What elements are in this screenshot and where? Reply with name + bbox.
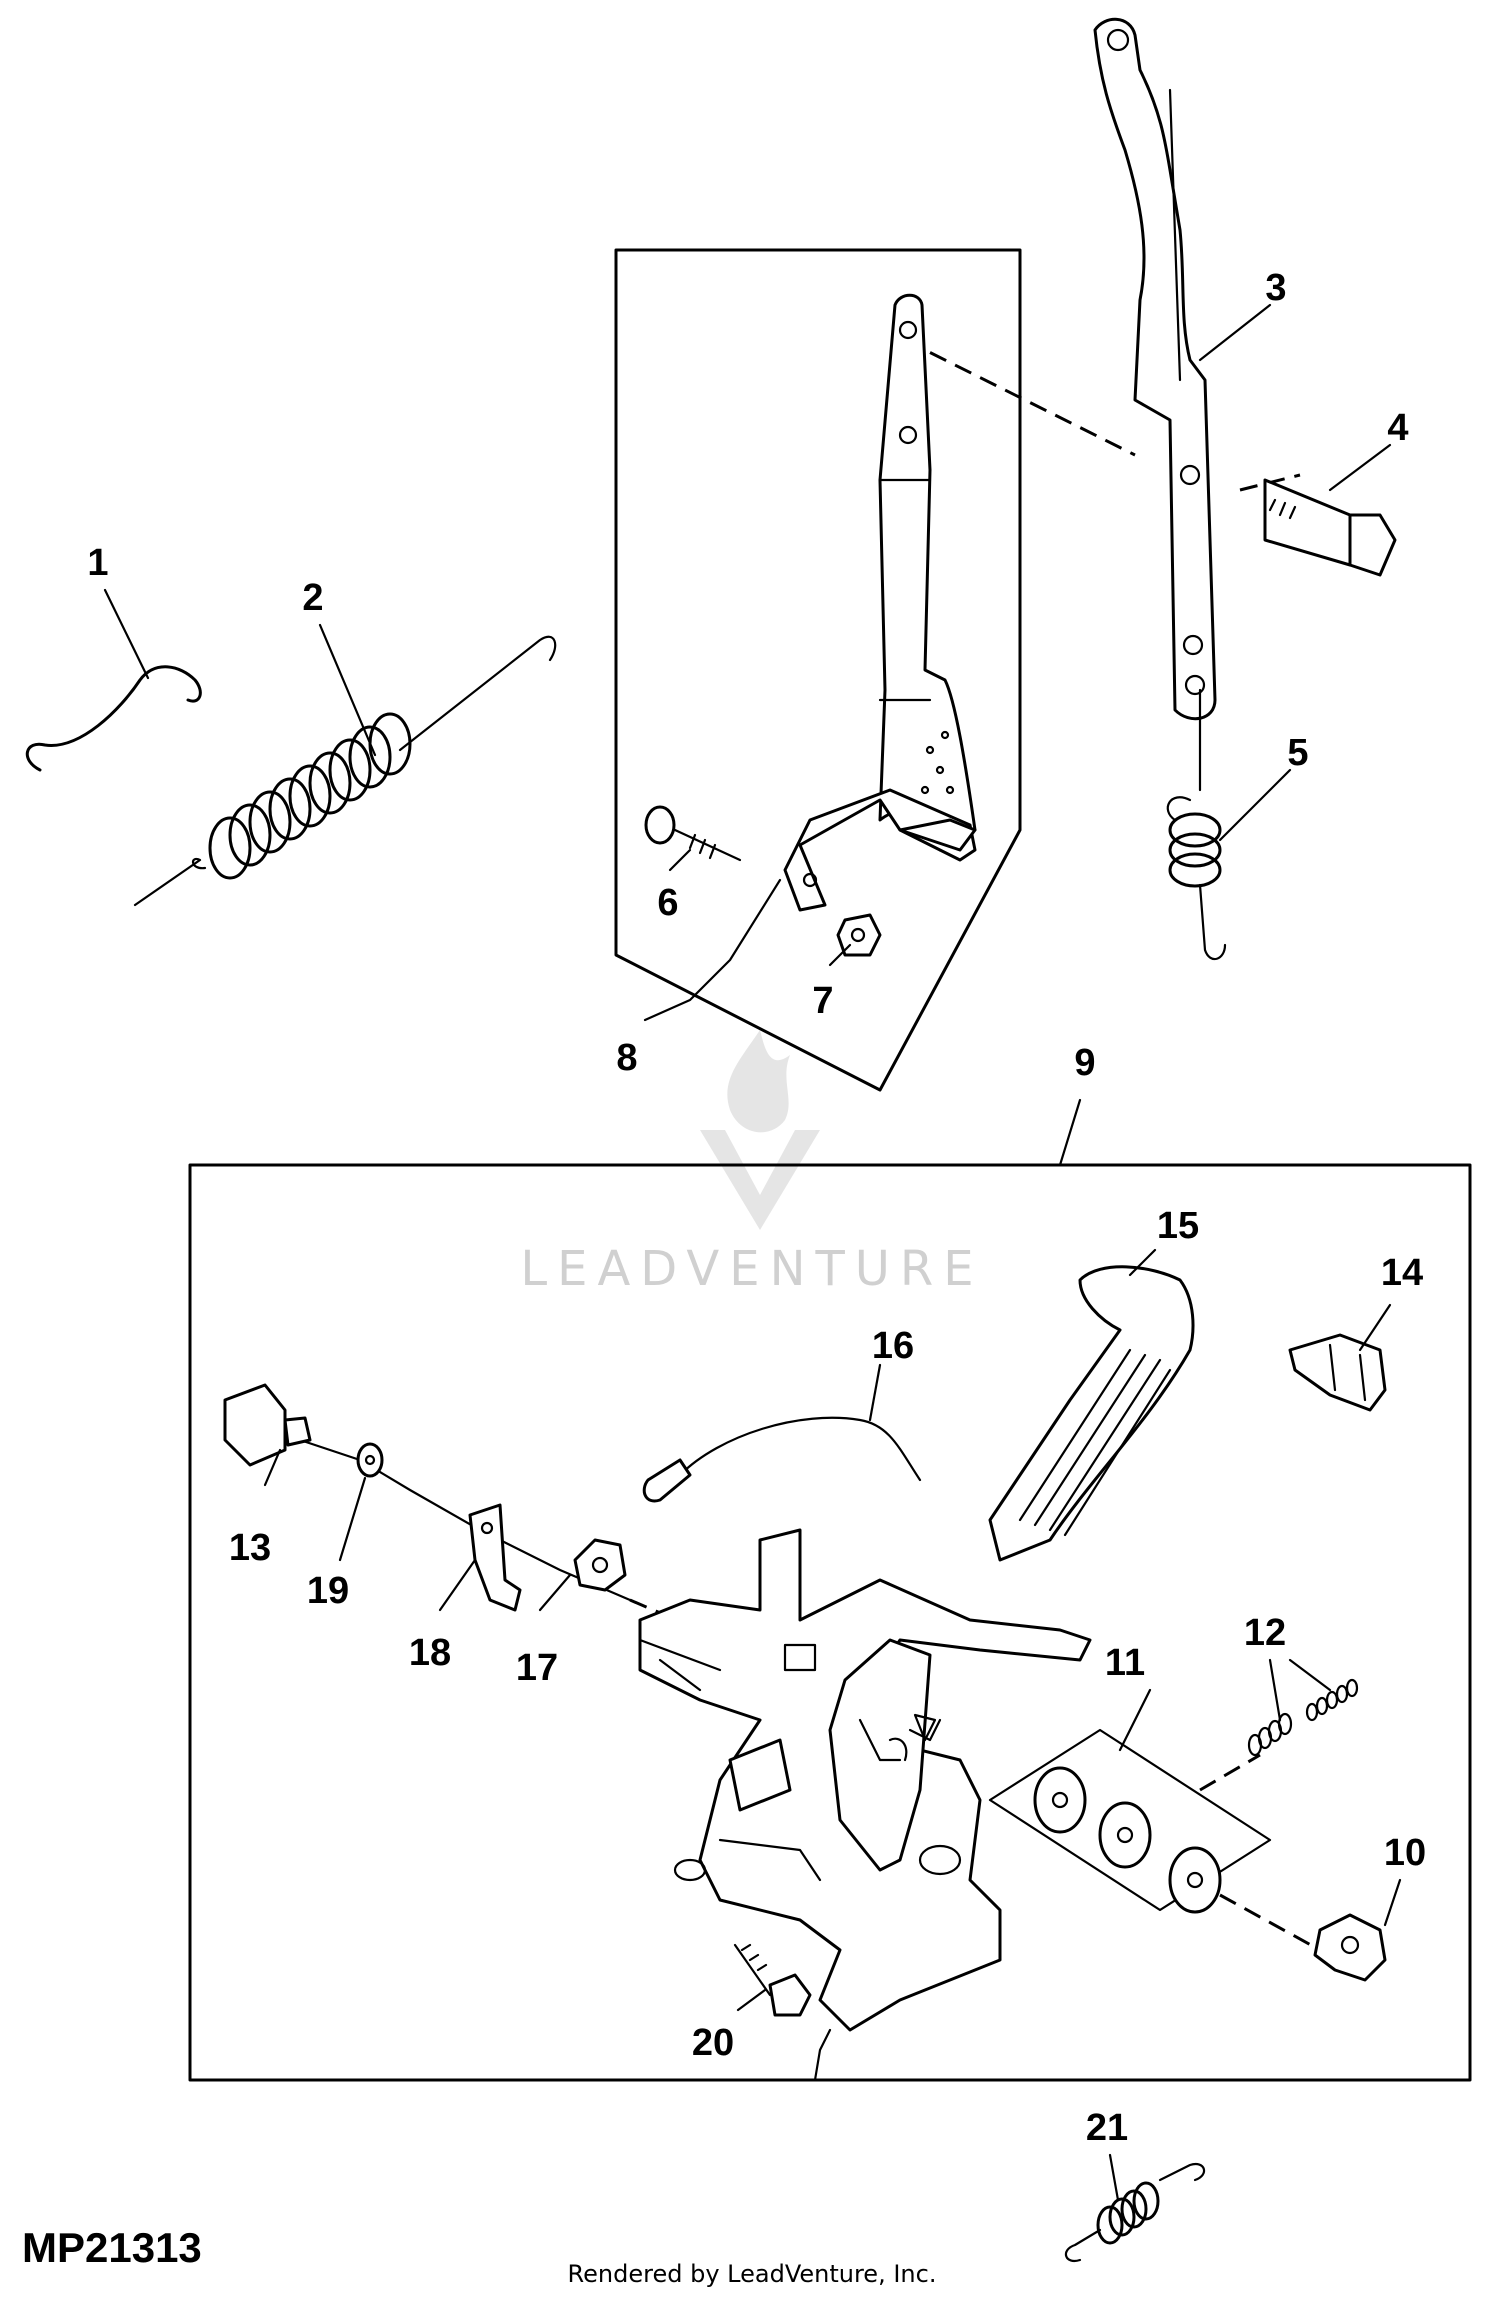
- part-18-bracket: [468, 1503, 522, 1612]
- callout-21: 21: [1086, 2107, 1128, 2149]
- part-16-cable: [642, 1416, 922, 1503]
- part-3-rod: [1093, 17, 1217, 721]
- callout-9: 9: [1074, 1042, 1095, 1084]
- part-13-knob: [223, 1383, 312, 1467]
- part-2-spring: [133, 635, 557, 907]
- assembly-line: [298, 1438, 632, 1602]
- callout-3: 3: [1265, 267, 1286, 309]
- part-1-hook: [26, 665, 202, 772]
- callout-2: 2: [302, 577, 323, 619]
- part-5-spring: [1166, 796, 1227, 961]
- callout-14: 14: [1381, 1252, 1423, 1294]
- callout-7: 7: [812, 980, 833, 1022]
- callout-10: 10: [1384, 1832, 1426, 1874]
- part-4-bolt: [1263, 478, 1397, 577]
- callout-20: 20: [692, 2022, 734, 2064]
- assembly-line: [904, 338, 1136, 457]
- callout-16: 16: [872, 1325, 914, 1367]
- assembly-line: [813, 2028, 832, 2082]
- callout-1: 1: [87, 542, 108, 584]
- part-14-clip: [1288, 1333, 1387, 1412]
- callout-13: 13: [229, 1527, 271, 1569]
- callout-8: 8: [616, 1037, 637, 1079]
- part-15-pedal: [988, 1265, 1195, 1562]
- assembly-box-9: [188, 1163, 1472, 2082]
- part-17-nut: [573, 1538, 627, 1592]
- footer-credit: Rendered by LeadVenture, Inc.: [568, 2260, 937, 2288]
- part-10-clip: [1313, 1913, 1387, 1982]
- part-9-control-bracket: [638, 1528, 1092, 2032]
- assembly-line: [1219, 1893, 1321, 1952]
- part-8-pedal-arm: [783, 293, 977, 912]
- callout-17: 17: [516, 1647, 558, 1689]
- callout-5: 5: [1287, 732, 1308, 774]
- callout-15: 15: [1157, 1205, 1199, 1247]
- assembly-line: [1199, 1753, 1261, 1792]
- callout-18: 18: [409, 1632, 451, 1674]
- diagram-code: MP21313: [22, 2224, 202, 2271]
- part-11-washer-set: [988, 1728, 1272, 1914]
- part-6-bolt: [644, 805, 742, 862]
- watermark: LEADVENTURE: [520, 1030, 983, 1297]
- watermark-text: LEADVENTURE: [520, 1241, 983, 1297]
- part-20-bolt: [733, 1943, 812, 2017]
- callout-11: 11: [1105, 1642, 1145, 1684]
- callout-12: 12: [1244, 1612, 1286, 1654]
- callout-4: 4: [1387, 407, 1408, 449]
- assembly-box-8: [614, 248, 1022, 1092]
- part-19-washer: [356, 1442, 384, 1478]
- callout-6: 6: [657, 882, 678, 924]
- part-7-nut: [836, 913, 882, 957]
- part-12-spring-pair: [1247, 1678, 1359, 1757]
- leader-lines: [103, 303, 1402, 2202]
- part-21-spring: [1064, 2162, 1206, 2263]
- leadventure-logo-icon: [700, 1030, 820, 1230]
- callout-19: 19: [307, 1570, 349, 1612]
